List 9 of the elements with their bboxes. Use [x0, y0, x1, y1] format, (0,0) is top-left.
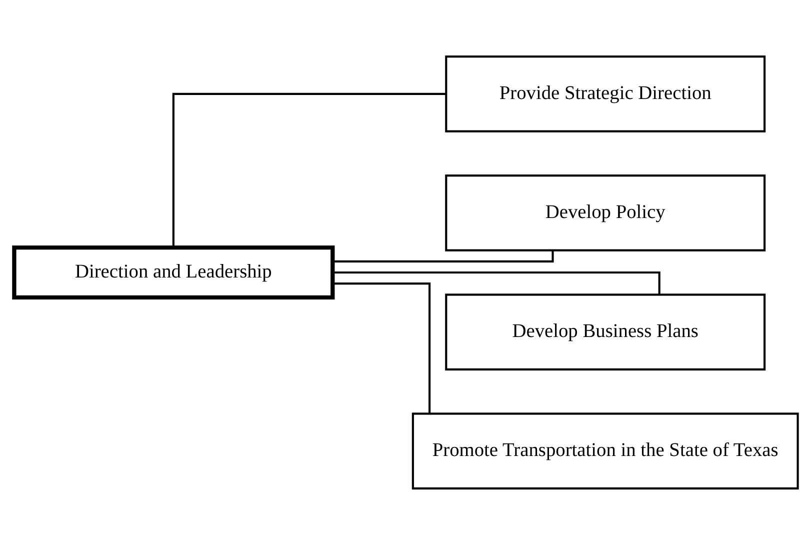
connector	[332, 250, 554, 262]
node-box: Direction and Leadership	[12, 246, 335, 300]
connector	[333, 271, 660, 294]
node-box: Promote Transportation in the State of Texas	[412, 412, 799, 490]
connector	[332, 282, 431, 414]
node-box: Develop Business Plans	[445, 294, 766, 370]
node-box: Provide Strategic Direction	[445, 56, 766, 132]
node-box: Develop Policy	[445, 174, 766, 252]
connector	[172, 92, 446, 248]
